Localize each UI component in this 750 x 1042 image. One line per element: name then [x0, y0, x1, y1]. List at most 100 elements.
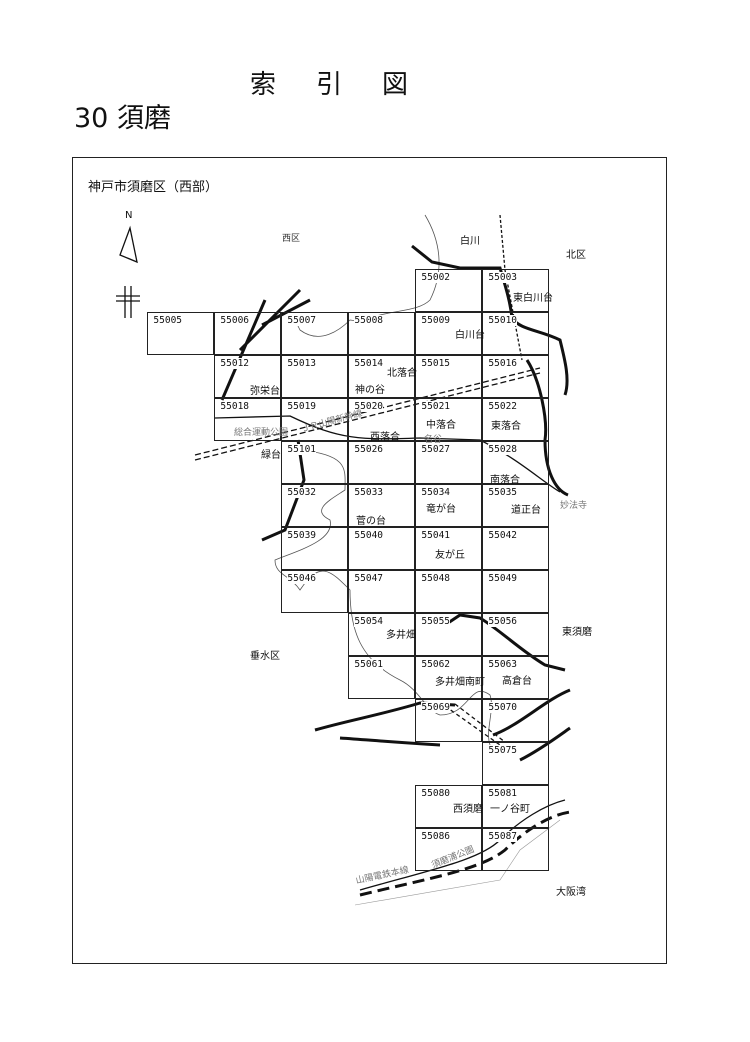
- map-sheet-55022[interactable]: 55022: [482, 398, 550, 442]
- map-sheet-55020[interactable]: 55020: [348, 398, 416, 442]
- place-label: 北落合: [387, 368, 417, 379]
- sheet-code: 55014: [354, 358, 384, 370]
- district-label: 西区: [282, 234, 301, 244]
- map-sheet-55014[interactable]: 55014: [348, 355, 416, 399]
- map-sheet-55008[interactable]: 55008: [348, 312, 416, 356]
- section-title: 30 須磨: [74, 103, 171, 134]
- place-label: 友が丘: [435, 550, 465, 561]
- map-sheet-55026[interactable]: 55026: [348, 441, 416, 485]
- map-sheet-55015[interactable]: 55015: [415, 355, 483, 399]
- rivers: [274, 214, 492, 746]
- map-sheet-55061[interactable]: 55061: [348, 656, 416, 700]
- map-sheet-55070[interactable]: 55070: [482, 699, 550, 743]
- sheet-code: 55013: [287, 358, 317, 370]
- place-label: 中落合: [426, 420, 456, 431]
- map-frame: [72, 157, 667, 964]
- map-sheet-55047[interactable]: 55047: [348, 570, 416, 614]
- sheet-code: 55069: [421, 702, 451, 714]
- map-sheet-55069[interactable]: 55069: [415, 699, 483, 743]
- sheet-code: 55042: [488, 530, 518, 542]
- sheet-code: 55039: [287, 530, 317, 542]
- map-sheet-55048[interactable]: 55048: [415, 570, 483, 614]
- sheet-code: 55054: [354, 616, 384, 628]
- map-sheet-55040[interactable]: 55040: [348, 527, 416, 571]
- sheet-code: 55040: [354, 530, 384, 542]
- sheet-code: 55049: [488, 573, 518, 585]
- sheet-code: 55080: [421, 788, 451, 800]
- sheet-code: 55070: [488, 702, 518, 714]
- sheet-code: 55086: [421, 831, 451, 843]
- sheet-code: 55016: [488, 358, 518, 370]
- sheet-code: 55035: [488, 487, 518, 499]
- map-sheet-55034[interactable]: 55034: [415, 484, 483, 528]
- sheet-code: 55032: [287, 487, 317, 499]
- map-sheet-55006[interactable]: 55006: [214, 312, 282, 356]
- sheet-code: 55075: [488, 745, 518, 757]
- north-arrow-icon: [116, 225, 140, 318]
- map-sheet-55041[interactable]: 55041: [415, 527, 483, 571]
- sheet-code: 55021: [421, 401, 451, 413]
- sheet-code: 55046: [287, 573, 317, 585]
- map-sheet-55087[interactable]: 55087: [482, 828, 550, 872]
- map-sheet-55080[interactable]: 55080: [415, 785, 483, 829]
- map-sheet-55016[interactable]: 55016: [482, 355, 550, 399]
- district-label: 大阪湾: [556, 887, 586, 898]
- place-label: 高倉台: [502, 676, 532, 687]
- map-sheet-55075[interactable]: 55075: [482, 742, 550, 786]
- sheet-code: 55063: [488, 659, 518, 671]
- map-sheet-55086[interactable]: 55086: [415, 828, 483, 872]
- coastline: [354, 819, 561, 906]
- place-label: 道正台: [511, 505, 541, 516]
- sheet-code: 55012: [220, 358, 250, 370]
- sheet-code: 55028: [488, 444, 518, 456]
- sheet-code: 55041: [421, 530, 451, 542]
- map-sheet-55018[interactable]: 55018: [214, 398, 282, 442]
- north-label: N: [125, 210, 133, 221]
- map-sheet-55028[interactable]: 55028: [482, 441, 550, 485]
- map-sheet-55027[interactable]: 55027: [415, 441, 483, 485]
- place-label: 多井畑: [386, 630, 416, 641]
- map-sheet-55013[interactable]: 55013: [281, 355, 349, 399]
- map-sheet-55003[interactable]: 55003: [482, 269, 550, 313]
- map-sheet-55055[interactable]: 55055: [415, 613, 483, 657]
- place-label: 竜が台: [426, 504, 456, 515]
- map-sheet-55063[interactable]: 55063: [482, 656, 550, 700]
- map-sheet-55005[interactable]: 55005: [147, 312, 215, 356]
- district-label: 白川: [460, 236, 480, 247]
- map-sheet-55054[interactable]: 55054: [348, 613, 416, 657]
- map-sheet-55049[interactable]: 55049: [482, 570, 550, 614]
- sheet-code: 55062: [421, 659, 451, 671]
- map-sheet-55035[interactable]: 55035: [482, 484, 550, 528]
- map-sheet-55009[interactable]: 55009: [415, 312, 483, 356]
- page-title: 索引図: [250, 70, 449, 100]
- map-sheet-55002[interactable]: 55002: [415, 269, 483, 313]
- sheet-code: 55101: [287, 444, 317, 456]
- sheet-code: 55033: [354, 487, 384, 499]
- map-sheet-55012[interactable]: 55012: [214, 355, 282, 399]
- map-sheet-55062[interactable]: 55062: [415, 656, 483, 700]
- map-sheet-55056[interactable]: 55056: [482, 613, 550, 657]
- landmark-label: 妙法寺: [560, 501, 588, 511]
- map-sheet-55101[interactable]: 55101: [281, 441, 349, 485]
- map-sheet-55007[interactable]: 55007: [281, 312, 349, 356]
- map-sheet-55081[interactable]: 55081: [482, 785, 550, 829]
- sheet-code: 55005: [153, 315, 183, 327]
- map-sheet-55021[interactable]: 55021: [415, 398, 483, 442]
- map-sheet-55033[interactable]: 55033: [348, 484, 416, 528]
- sheet-code: 55008: [354, 315, 384, 327]
- place-label: 緑台: [261, 450, 281, 461]
- map-sheet-55039[interactable]: 55039: [281, 527, 349, 571]
- map-sheet-55010[interactable]: 55010: [482, 312, 550, 356]
- sheet-code: 55061: [354, 659, 384, 671]
- sheet-code: 55018: [220, 401, 250, 413]
- map-sheet-55032[interactable]: 55032: [281, 484, 349, 528]
- district-label: 垂水区: [250, 651, 280, 662]
- sheet-code: 55019: [287, 401, 317, 413]
- place-label: 白川台: [455, 330, 485, 341]
- map-sheet-55046[interactable]: 55046: [281, 570, 349, 614]
- district-label: 東須磨: [562, 627, 592, 638]
- map-sheet-55019[interactable]: 55019: [281, 398, 349, 442]
- sheet-code: 55048: [421, 573, 451, 585]
- map-sheet-55042[interactable]: 55042: [482, 527, 550, 571]
